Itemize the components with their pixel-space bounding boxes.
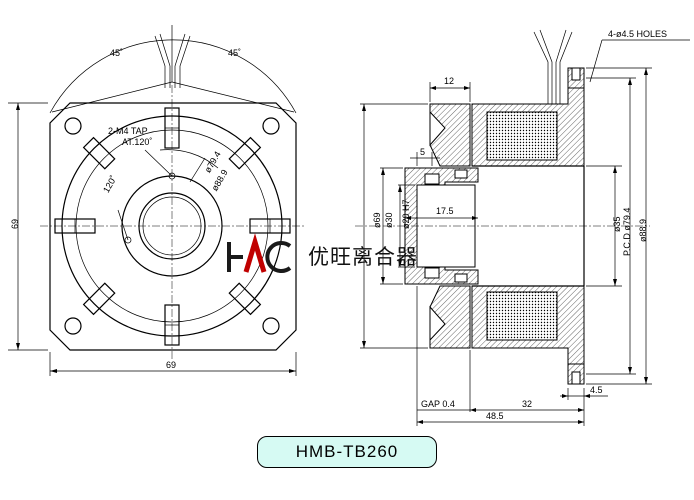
gap-label: GAP 0.4 <box>421 399 455 409</box>
dia-88-9-side: ø88.9 <box>638 219 648 242</box>
holes-note: 4-ø4.5 HOLES <box>608 29 667 39</box>
dia-20-h7-label: ø20 H7 <box>401 199 411 229</box>
brand-logo <box>227 233 292 273</box>
company-name: 优旺离合器 <box>308 246 418 269</box>
tap-note-line1: 2-M4 TAP <box>108 126 148 136</box>
dim-32-label: 32 <box>522 399 532 409</box>
dia-30-label: ø30 <box>384 212 394 228</box>
dim-48-5-label: 48.5 <box>486 411 504 421</box>
dim-5-label: 5 <box>420 147 425 157</box>
angle-right-label: 45˚ <box>228 48 241 58</box>
model-label: HMB-TB260 <box>295 442 399 461</box>
dim-12-label: 12 <box>444 76 454 86</box>
pcd-79-4-label: P.C.D ø79.4 <box>622 208 632 256</box>
dim-17-5-label: 17.5 <box>436 206 454 216</box>
brand-area: 优旺离合器 <box>302 236 418 276</box>
model-label-box: HMB-TB260 <box>257 436 437 468</box>
angle-left-label: 45˚ <box>110 48 123 58</box>
angle-120-label: 120˚ <box>101 174 119 195</box>
dia-69-label: ø69 <box>372 212 382 228</box>
dim-4-5-label: 4.5 <box>590 385 603 395</box>
side-view: 12 5 17.5 ø69 ø30 ø20 H7 <box>355 29 690 426</box>
tap-note-line2: AT.120˚ <box>122 137 152 147</box>
dia-35-label: ø35 <box>612 216 622 232</box>
width-69-label: 69 <box>166 360 176 370</box>
height-69-label: 69 <box>10 219 20 229</box>
front-view: 45˚ 45˚ 2-M4 TAP AT.120˚ 120˚ ø79.4 ø88.… <box>8 25 306 376</box>
